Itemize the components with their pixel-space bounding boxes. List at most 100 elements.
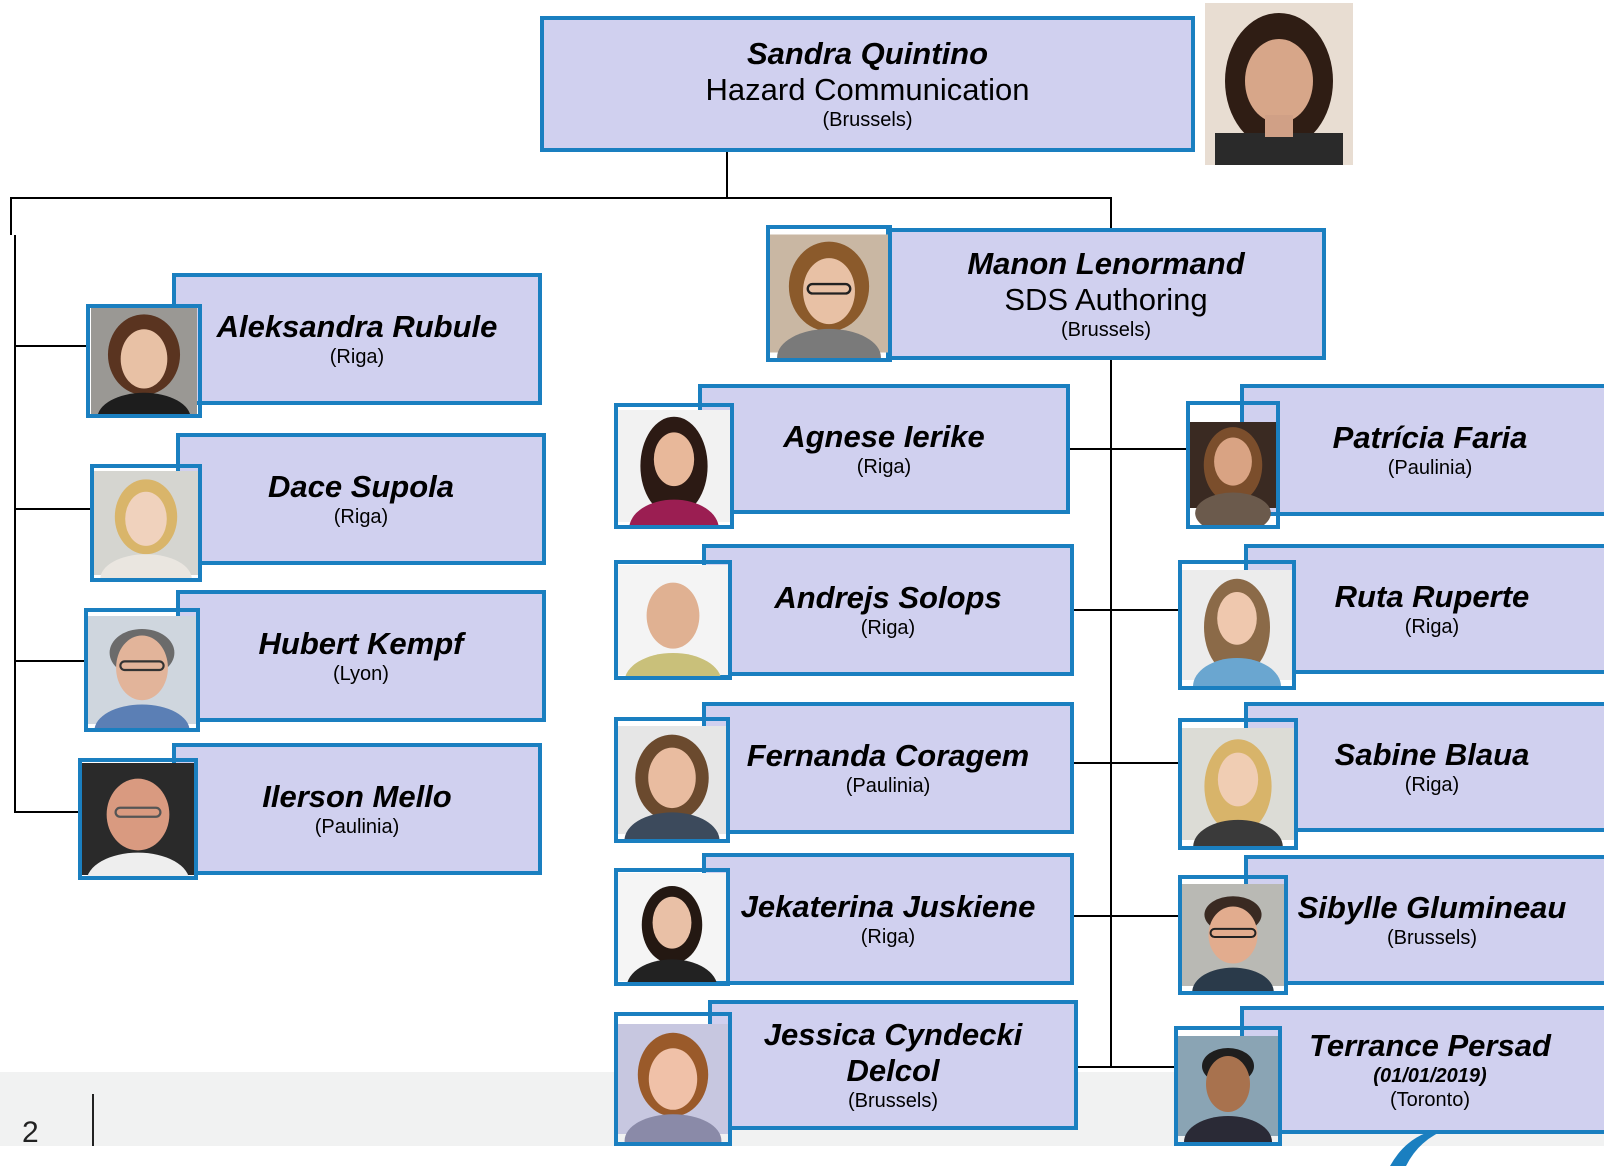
location-label: (Riga)	[856, 456, 912, 478]
person-name: Hubert Kempf	[258, 626, 464, 661]
page-number: 2	[22, 1116, 39, 1149]
connector-left-branch	[14, 660, 86, 662]
head-photo	[1205, 3, 1353, 165]
person-name: Manon Lenormand	[967, 246, 1245, 281]
department-title: SDS Authoring	[1004, 282, 1208, 317]
person-name: Delcol	[846, 1053, 940, 1088]
avatar-icon	[770, 234, 888, 358]
location-label: (Riga)	[333, 506, 389, 528]
connector-row-branch	[1068, 448, 1188, 450]
member-photo	[1178, 875, 1288, 995]
connector-left-spine	[14, 235, 16, 812]
member-photo	[86, 304, 202, 418]
connector-row-branch	[1072, 609, 1180, 611]
person-name: Patrícia Faria	[1332, 420, 1528, 455]
org-node-member: Hubert Kempf (Lyon)	[176, 590, 546, 722]
member-photo	[1186, 401, 1280, 529]
avatar-icon	[618, 410, 730, 525]
org-node-member: Ilerson Mello (Paulinia)	[172, 743, 542, 875]
connector-left-branch	[14, 345, 88, 347]
avatar-icon	[82, 763, 194, 876]
person-name: Agnese Ierike	[783, 419, 985, 454]
person-name: Ilerson Mello	[262, 779, 452, 814]
org-node-member: Jessica Cyndecki Delcol (Brussels)	[708, 1000, 1078, 1130]
connector-left-vertical	[10, 197, 12, 235]
member-photo	[614, 1012, 732, 1146]
org-node-member: Ruta Ruperte (Riga)	[1244, 544, 1604, 674]
org-node-member: Jekaterina Juskiene (Riga)	[702, 853, 1074, 985]
person-name: Andrejs Solops	[774, 580, 1002, 615]
person-name: Jessica Cyndecki	[763, 1017, 1023, 1052]
location-label: (Lyon)	[333, 663, 389, 685]
person-name: Ruta Ruperte	[1334, 579, 1530, 614]
member-photo	[1174, 1026, 1282, 1146]
connector-top-horizontal	[10, 197, 1112, 199]
org-node-head: Sandra Quintino Hazard Communication (Br…	[540, 16, 1195, 152]
member-photo	[90, 464, 202, 582]
avatar-icon	[618, 1024, 728, 1142]
avatar-icon	[94, 471, 198, 578]
avatar-icon	[1182, 728, 1294, 846]
avatar-icon	[88, 616, 196, 728]
person-name: Fernanda Coragem	[746, 738, 1030, 773]
org-node-member: Patrícia Faria (Paulinia)	[1240, 384, 1604, 516]
member-photo	[614, 403, 734, 529]
person-name: Jekaterina Juskiene	[740, 889, 1036, 924]
avatar-icon	[1190, 422, 1276, 525]
person-name: Sibylle Glumineau	[1297, 890, 1567, 925]
member-photo	[1178, 560, 1296, 690]
member-photo	[614, 560, 732, 680]
org-node-manager: Manon Lenormand SDS Authoring (Brussels)	[886, 228, 1326, 360]
location-label: (Riga)	[860, 617, 916, 639]
member-photo	[614, 868, 730, 986]
footer-divider	[92, 1094, 94, 1146]
member-photo	[1178, 718, 1298, 850]
org-node-member: Fernanda Coragem (Paulinia)	[702, 702, 1074, 834]
location-label: (Paulinia)	[314, 816, 400, 838]
location-label: (Riga)	[1404, 616, 1460, 638]
location-label: (Paulinia)	[1387, 457, 1473, 479]
member-photo	[614, 717, 730, 843]
location-label: (Riga)	[1404, 774, 1460, 796]
location-label: (Toronto)	[1389, 1089, 1471, 1111]
start-date-label: (01/01/2019)	[1373, 1065, 1487, 1087]
location-label: (Brussels)	[1060, 319, 1151, 341]
avatar-icon	[1182, 570, 1292, 686]
member-photo	[84, 608, 200, 732]
org-node-member: Dace Supola (Riga)	[176, 433, 546, 565]
connector-row-branch	[1078, 1066, 1176, 1068]
location-label: (Brussels)	[1386, 927, 1477, 949]
location-label: (Brussels)	[822, 109, 913, 131]
person-name: Aleksandra Rubule	[216, 309, 498, 344]
avatar-icon	[1178, 1036, 1278, 1142]
avatar-icon	[618, 565, 728, 676]
avatar-icon	[1205, 3, 1353, 165]
location-label: (Riga)	[860, 926, 916, 948]
avatar-icon	[1182, 884, 1284, 991]
person-name: Sabine Blaua	[1334, 737, 1530, 772]
connector-manager-spine	[1110, 356, 1112, 1067]
avatar-icon	[618, 726, 726, 839]
connector-left-branch	[14, 508, 92, 510]
department-title: Hazard Communication	[705, 72, 1030, 107]
location-label: (Brussels)	[847, 1090, 938, 1112]
org-node-member: Sibylle Glumineau (Brussels)	[1244, 855, 1604, 985]
connector-row-branch	[1072, 762, 1180, 764]
org-node-member: Agnese Ierike (Riga)	[698, 384, 1070, 514]
member-photo	[78, 758, 198, 880]
person-name: Terrance Persad	[1309, 1028, 1551, 1063]
org-node-member: Terrance Persad (01/01/2019) (Toronto)	[1240, 1006, 1604, 1134]
connector-left-branch	[14, 811, 80, 813]
connector-to-manager	[1110, 197, 1112, 229]
org-node-member: Andrejs Solops (Riga)	[702, 544, 1074, 676]
avatar-icon	[618, 873, 726, 982]
location-label: (Paulinia)	[845, 775, 931, 797]
manager-photo	[766, 225, 892, 362]
person-name: Dace Supola	[267, 469, 455, 504]
org-node-member: Aleksandra Rubule (Riga)	[172, 273, 542, 405]
connector-head-down	[726, 147, 728, 198]
person-name: Sandra Quintino	[746, 36, 989, 71]
avatar-icon	[91, 308, 197, 414]
location-label: (Riga)	[329, 346, 385, 368]
connector-row-branch	[1072, 915, 1180, 917]
